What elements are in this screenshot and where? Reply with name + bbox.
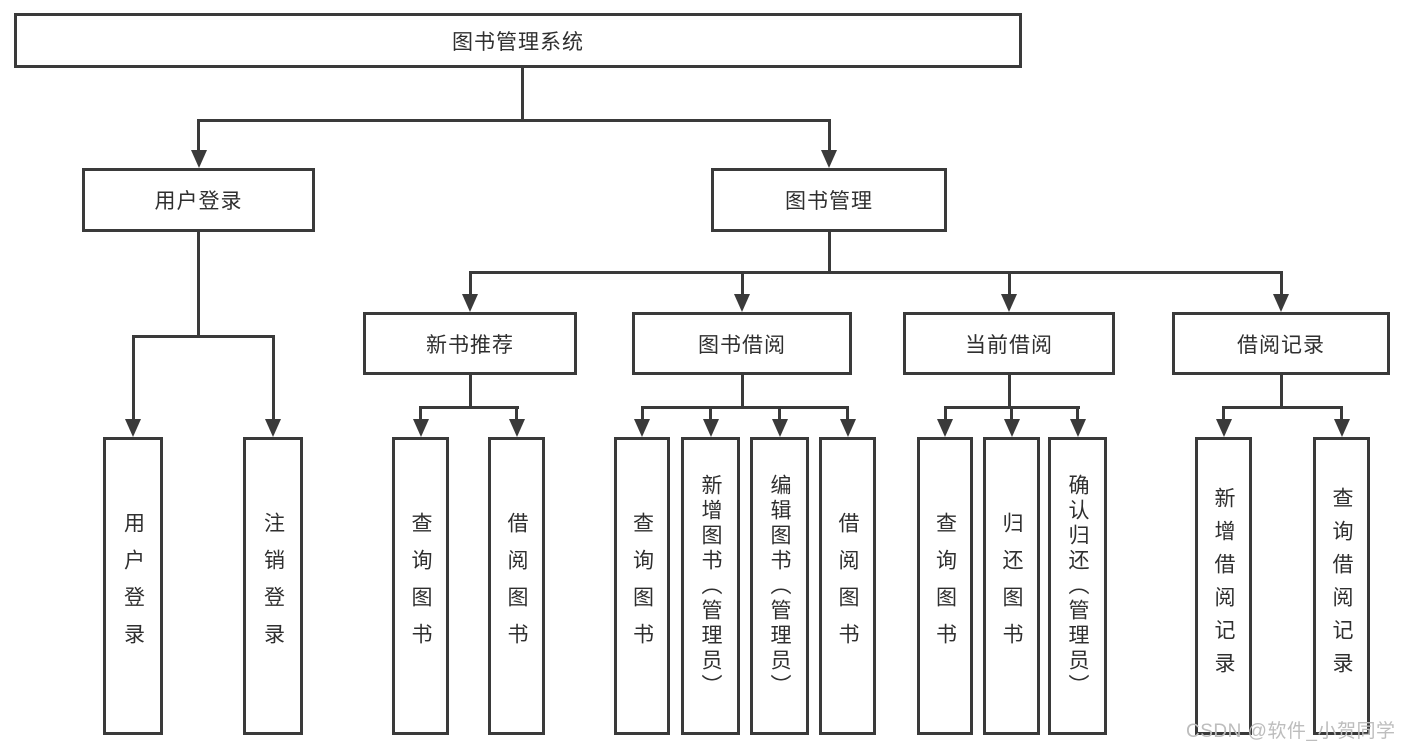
connector-line xyxy=(740,375,744,409)
leaf-user-login: 用户登录 xyxy=(103,437,163,735)
connector-line xyxy=(1222,406,1225,421)
arrowhead-down-icon xyxy=(634,419,650,437)
leaf-query-borrow-record: 查询借阅记录 xyxy=(1313,437,1370,735)
connector-line xyxy=(846,406,849,421)
node-user-login: 用户登录 xyxy=(82,168,315,232)
connector-line xyxy=(468,271,472,296)
connector-line xyxy=(827,232,831,274)
leaf-edit-books-admin: 编辑图书（管理员） xyxy=(750,437,809,735)
connector-line xyxy=(1076,406,1079,421)
connector-line xyxy=(515,406,518,421)
arrowhead-down-icon xyxy=(702,419,719,437)
connector-line xyxy=(827,119,831,151)
connector-line xyxy=(1279,375,1283,409)
arrowhead-down-icon xyxy=(1273,294,1289,312)
connector-line xyxy=(640,406,848,409)
leaf-return-books: 归还图书 xyxy=(983,437,1040,735)
arrowhead-down-icon xyxy=(265,419,281,437)
node-book-borrow: 图书借阅 xyxy=(632,312,852,375)
connector-line xyxy=(1222,406,1343,409)
connector-line xyxy=(197,119,200,151)
connector-line xyxy=(468,271,1283,274)
arrowhead-down-icon xyxy=(508,419,525,437)
leaf-query-books-current: 查询图书 xyxy=(917,437,973,735)
node-current-borrow: 当前借阅 xyxy=(903,312,1115,375)
connector-line xyxy=(1279,271,1283,296)
leaf-query-books-recommend: 查询图书 xyxy=(392,437,449,735)
leaf-borrow-books: 借阅图书 xyxy=(819,437,876,735)
connector-line xyxy=(943,406,947,421)
arrowhead-down-icon xyxy=(734,294,750,312)
leaf-borrow-books-recommend: 借阅图书 xyxy=(488,437,545,735)
connector-line xyxy=(419,406,422,421)
node-root-library-management-system: 图书管理系统 xyxy=(14,13,1022,68)
connector-line xyxy=(271,335,275,421)
connector-line xyxy=(468,375,472,409)
connector-line xyxy=(778,406,781,421)
connector-line xyxy=(1007,271,1011,296)
arrowhead-down-icon xyxy=(937,419,953,437)
connector-line xyxy=(1007,375,1011,409)
connector-line xyxy=(1340,406,1343,421)
arrowhead-down-icon xyxy=(839,419,856,437)
arrowhead-down-icon xyxy=(1069,419,1086,437)
arrowhead-down-icon xyxy=(1215,419,1232,437)
arrowhead-down-icon xyxy=(1001,294,1017,312)
arrowhead-down-icon xyxy=(190,150,207,168)
leaf-add-borrow-record: 新增借阅记录 xyxy=(1195,437,1252,735)
arrowhead-down-icon xyxy=(1003,419,1020,437)
arrowhead-down-icon xyxy=(771,419,788,437)
arrowhead-down-icon xyxy=(412,419,429,437)
connector-line xyxy=(520,68,524,121)
connector-line xyxy=(740,271,744,296)
leaf-add-books-admin: 新增图书（管理员） xyxy=(681,437,740,735)
connector-line xyxy=(1010,406,1013,421)
leaf-query-books-borrow: 查询图书 xyxy=(614,437,670,735)
arrowhead-down-icon xyxy=(821,150,837,168)
connector-line xyxy=(196,232,200,338)
connector-line xyxy=(709,406,712,421)
connector-line xyxy=(131,335,135,421)
arrowhead-down-icon xyxy=(125,419,141,437)
node-new-book-recommend: 新书推荐 xyxy=(363,312,577,375)
csdn-watermark: CSDN @软件_小贺同学 xyxy=(1186,721,1396,742)
connector-line xyxy=(197,119,831,122)
connector-line xyxy=(131,335,275,338)
leaf-logout: 注销登录 xyxy=(243,437,303,735)
connector-line xyxy=(640,406,644,421)
node-book-management: 图书管理 xyxy=(711,168,947,232)
arrowhead-down-icon xyxy=(462,294,478,312)
connector-line xyxy=(419,406,519,409)
leaf-confirm-return-admin: 确认归还（管理员） xyxy=(1048,437,1107,735)
arrowhead-down-icon xyxy=(1333,419,1350,437)
node-borrow-records: 借阅记录 xyxy=(1172,312,1390,375)
